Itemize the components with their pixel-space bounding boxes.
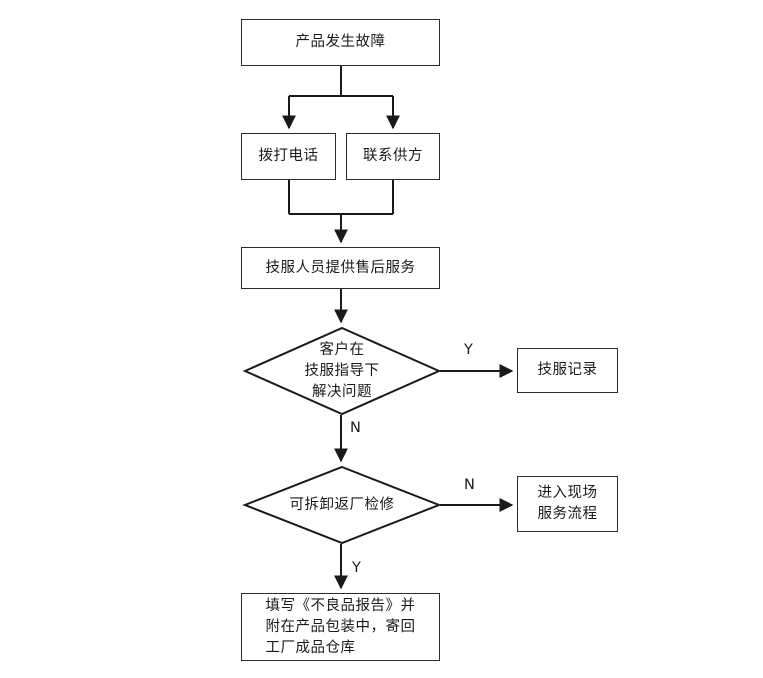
node-call-phone[interactable]: 拨打电话 <box>241 133 336 180</box>
diamond-shape <box>242 465 442 545</box>
node-label: 技服记录 <box>537 362 598 378</box>
node-label: 填写《不良品报告》并 附在产品包装中，寄回 工厂成品仓库 <box>265 597 416 656</box>
node-label: 进入现场 服务流程 <box>537 485 598 522</box>
node-label: 客户在 技服指导下 解决问题 <box>304 341 380 400</box>
diamond-shape <box>242 326 442 416</box>
node-label: 产品发生故障 <box>295 34 386 50</box>
node-contact-supplier[interactable]: 联系供方 <box>346 133 440 180</box>
node-product-failure[interactable]: 产品发生故障 <box>241 19 440 66</box>
edge-label-yes-customer-solves: Y <box>464 342 473 358</box>
edge-label-yes-removable-return: Y <box>352 560 361 576</box>
node-service-record[interactable]: 技服记录 <box>517 348 618 393</box>
node-label: 可拆卸返厂检修 <box>289 496 395 513</box>
node-onsite-service[interactable]: 进入现场 服务流程 <box>517 476 618 532</box>
node-defect-report[interactable]: 填写《不良品报告》并 附在产品包装中，寄回 工厂成品仓库 <box>241 593 440 661</box>
node-after-sales-service[interactable]: 技服人员提供售后服务 <box>241 247 440 289</box>
edge-label-no-customer-solves: N <box>350 420 361 436</box>
node-removable-return-decision[interactable]: 可拆卸返厂检修 <box>242 465 442 545</box>
node-label: 技服人员提供售后服务 <box>265 259 416 276</box>
edge-label-no-removable-return: N <box>464 477 475 493</box>
node-label: 拨打电话 <box>258 148 319 164</box>
node-label: 联系供方 <box>363 148 423 164</box>
node-customer-solves-decision[interactable]: 客户在 技服指导下 解决问题 <box>242 326 442 416</box>
